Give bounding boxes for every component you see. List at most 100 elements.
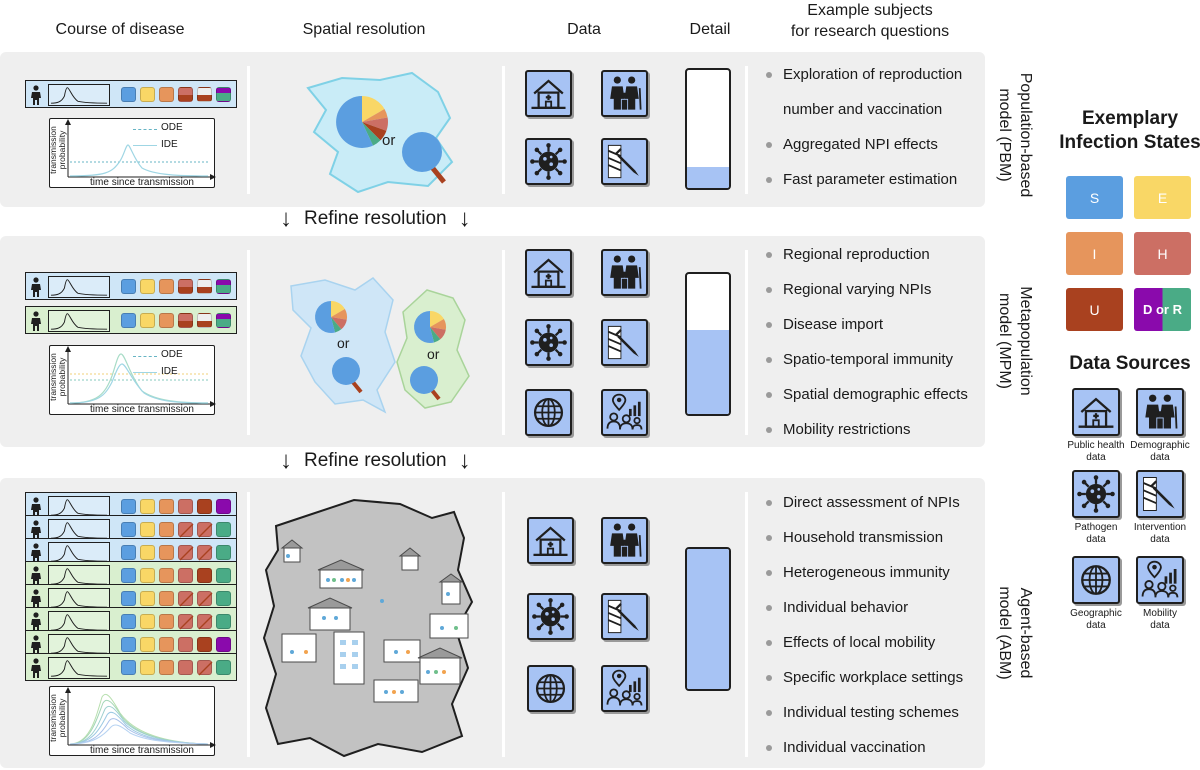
- subjects-pbm: Exploration of reproduction number and v…: [766, 57, 962, 197]
- state-square: [159, 545, 174, 560]
- people-markers-recovered: [332, 578, 458, 674]
- geographic-icon: [527, 665, 574, 712]
- transmission-plot-pbm: ODE IDE transmission probability time si…: [48, 118, 216, 188]
- state-square: [178, 313, 193, 328]
- source-label-line2: data: [1150, 534, 1170, 545]
- state-square: [216, 545, 231, 560]
- state-or-label: or: [1152, 302, 1173, 317]
- state-square: [159, 637, 174, 652]
- magnifier-icon: [410, 366, 441, 401]
- state-square: [197, 614, 213, 630]
- state-square: [178, 614, 194, 630]
- subject-item: Specific workplace settings: [766, 660, 963, 695]
- house: [401, 555, 419, 571]
- source-label-line2: data: [1150, 452, 1170, 463]
- state-square: [140, 637, 155, 652]
- subject-item: Individual behavior: [766, 590, 963, 625]
- model-name-line2: model (PBM): [996, 88, 1013, 182]
- public-health-icon: [527, 517, 574, 564]
- demographic-icon: [601, 70, 648, 117]
- house: [383, 639, 421, 663]
- state-square: [178, 568, 193, 583]
- ylabel-line2: probability: [57, 698, 67, 738]
- state-e: E: [1134, 176, 1191, 219]
- state-square: [159, 660, 174, 675]
- person-icon: [29, 658, 43, 678]
- state-square: [140, 522, 155, 537]
- plot-ylabel: transmission probability: [48, 692, 67, 742]
- legend-ode-swatch: [133, 129, 157, 130]
- intervention-icon: [601, 593, 648, 640]
- state-square: [216, 591, 231, 606]
- people-markers-infected: [304, 578, 446, 694]
- state-square: [216, 87, 231, 102]
- subject-item: Fast parameter estimation: [766, 162, 962, 197]
- plot-xlabel: time since transmission: [90, 177, 194, 188]
- subject-item: Regional reproduction: [766, 237, 968, 272]
- disease-course-strip: [25, 272, 237, 300]
- model-name-abm: Agent-based model (ABM): [994, 553, 1036, 713]
- state-square: [140, 279, 155, 294]
- separator: [502, 66, 505, 194]
- source-label-line2: data: [1086, 452, 1106, 463]
- header-detail: Detail: [689, 21, 731, 38]
- source-label-line1: Pathogen: [1074, 522, 1118, 533]
- state-d-or-r: D or R: [1134, 288, 1191, 331]
- detail-meter-fill: [687, 166, 729, 188]
- person-icon: [29, 543, 43, 563]
- separator: [745, 250, 748, 435]
- state-square: [216, 568, 231, 583]
- transmission-plot-abm: transmission probability time since tran…: [48, 686, 216, 756]
- state-square: [121, 614, 136, 629]
- header-data: Data: [567, 21, 601, 38]
- state-s: S: [1066, 176, 1123, 219]
- house: [441, 581, 461, 605]
- subject-item: Aggregated NPI effects: [766, 127, 962, 162]
- subject-item: Spatial demographic effects: [766, 377, 968, 412]
- source-label-line1: Demographic: [1130, 440, 1190, 451]
- plot-ylabel: transmission probability: [48, 351, 67, 401]
- person-icon: [29, 497, 43, 517]
- person-icon: [29, 277, 43, 297]
- subject-item: Heterogeneous immunity: [766, 555, 963, 590]
- house: [419, 657, 461, 685]
- state-square: [216, 313, 231, 328]
- state-square: [216, 637, 231, 652]
- subject-item: Disease import: [766, 307, 968, 342]
- state-square: [159, 87, 174, 102]
- person-icon: [29, 85, 43, 105]
- separator: [247, 492, 250, 757]
- public-health-icon: [525, 70, 572, 117]
- infection-curve: [48, 310, 110, 332]
- state-square: [159, 313, 174, 328]
- state-square: [197, 87, 212, 102]
- source-label-line1: Geographic: [1070, 608, 1122, 619]
- subject-item: Individual testing schemes: [766, 695, 963, 730]
- state-square: [159, 522, 174, 537]
- states-title-line2: Infection States: [1059, 132, 1200, 153]
- source-label-line1: Intervention: [1133, 522, 1187, 533]
- state-square: [159, 568, 174, 583]
- magnifier-icon: [332, 357, 363, 394]
- model-name-line1: Metapopulation: [1017, 286, 1034, 396]
- people-markers: [286, 554, 450, 694]
- legend-ide-swatch: [133, 372, 157, 373]
- detail-meter-fill: [687, 330, 729, 414]
- infection-curve: [48, 84, 110, 106]
- or-label: or: [382, 132, 395, 149]
- transmission-plot-mpm: ODE IDE transmission probability time si…: [48, 345, 216, 415]
- state-square: [140, 499, 155, 514]
- subject-item: Individual vaccination: [766, 730, 963, 765]
- intervention-icon: [601, 138, 648, 185]
- ylabel-line2: probability: [57, 130, 67, 170]
- source-label-line1: Public health: [1067, 440, 1125, 451]
- demographic-icon: [1136, 388, 1184, 436]
- state-square: [121, 313, 136, 328]
- spatial-map-mpm: or or: [290, 277, 470, 414]
- pathogen-icon: [527, 593, 574, 640]
- mobility-icon: [1136, 556, 1184, 604]
